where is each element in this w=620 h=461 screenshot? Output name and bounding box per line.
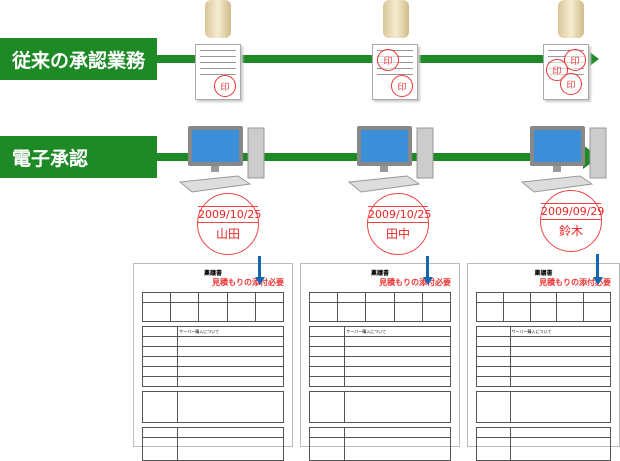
date-stamp: 2009/09/29 鈴木: [540, 190, 605, 252]
computer-icon: [520, 126, 607, 193]
down-arrow-icon: [258, 256, 261, 278]
stamp-date: 2009/10/25: [368, 206, 432, 223]
hanko-seal-icon: [558, 0, 584, 38]
hanko-seal-icon: [383, 0, 409, 38]
paper-document-icon: 印 印: [372, 44, 418, 100]
paper-document-icon: 印: [195, 44, 241, 100]
date-stamp: 2009/10/25 山田: [197, 193, 262, 255]
paper-document-icon: 印 印 印: [543, 44, 589, 100]
down-arrowhead-icon: [593, 277, 603, 285]
document-requirement: 見積もりの添付必要: [379, 278, 451, 287]
traditional-flow-line: [150, 55, 585, 63]
computer-icon: [178, 126, 265, 193]
document-title: 稟議書: [370, 270, 389, 277]
document-requirement: 見積もりの添付必要: [212, 278, 284, 287]
down-arrow-icon: [426, 256, 429, 278]
document-requirement: 見積もりの添付必要: [539, 278, 611, 287]
stamp-name: 山田: [215, 227, 240, 241]
down-arrowhead-icon: [255, 277, 265, 285]
document-subject: サーバー購入について: [177, 326, 284, 337]
down-arrowhead-icon: [423, 277, 433, 285]
document-title: 稟議書: [534, 270, 553, 277]
stamp-date: 2009/10/25: [198, 206, 262, 223]
document-title: 稟議書: [203, 270, 222, 277]
inkan-mark: 印: [564, 49, 586, 71]
document-subject: サーバー購入について: [344, 326, 451, 337]
approval-document: 稟議書 見積もりの添付必要 サーバー購入について: [300, 263, 460, 461]
approval-document: 稟議書 見積もりの添付必要 サーバー購入について: [467, 263, 620, 461]
details-table: サーバー購入について: [141, 326, 284, 387]
stamp-date: 2009/09/29: [541, 203, 605, 220]
inkan-mark: 印: [560, 73, 582, 95]
computer-icon: [347, 126, 434, 193]
electronic-approval-label: 電子承認: [0, 136, 157, 178]
date-stamp: 2009/10/25 田中: [367, 193, 432, 255]
down-arrow-icon: [596, 254, 599, 278]
approval-document: 稟議書 見積もりの添付必要 サーバー購入について: [133, 263, 293, 461]
inkan-mark: 印: [214, 75, 236, 97]
inkan-mark: 印: [377, 49, 399, 71]
approval-table: [141, 292, 285, 322]
hanko-seal-icon: [205, 0, 231, 38]
document-subject: サーバー購入について: [509, 326, 611, 337]
stamp-name: 田中: [385, 227, 410, 241]
stamp-name: 鈴木: [558, 224, 583, 238]
traditional-approval-label: 従来の承認業務: [0, 38, 157, 80]
inkan-mark: 印: [391, 75, 413, 97]
